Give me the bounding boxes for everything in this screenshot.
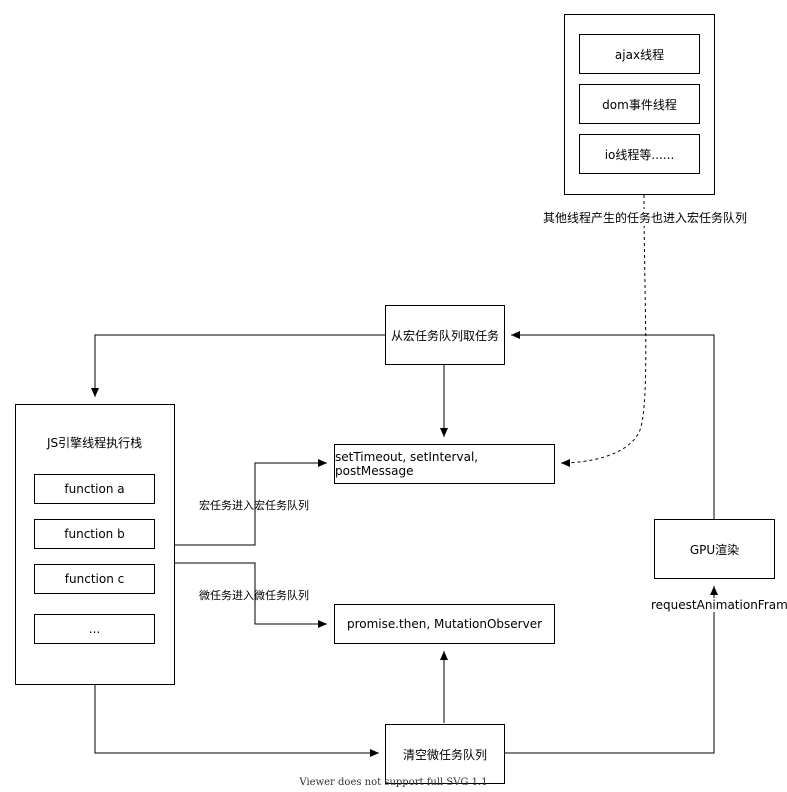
macro-task-queue: setTimeout, setInterval, postMessage <box>334 444 555 484</box>
gpu-render-label: GPU渲染 <box>689 542 740 557</box>
micro-task-queue: promise.then, MutationObserver <box>334 604 555 644</box>
stack-function-a-label: function a <box>64 482 125 496</box>
io-thread: io线程等...... <box>579 134 700 174</box>
stack-function-c: function c <box>34 564 155 594</box>
stack-function-a: function a <box>34 474 155 504</box>
stack-function-more-label: ... <box>88 622 101 636</box>
raf-label: requestAnimationFrame <box>651 598 787 612</box>
edge-stack-to-clear <box>94 685 379 757</box>
stack-function-more: ... <box>34 614 155 644</box>
stack-function-b: function b <box>34 519 155 549</box>
dom-event-thread: dom事件线程 <box>579 84 700 124</box>
edge-take-to-stack <box>91 334 385 397</box>
clear-micro-queue-node: 清空微任务队列 <box>385 724 505 784</box>
viewer-footer-note: Viewer does not support full SVG 1.1 <box>299 777 488 788</box>
stack-function-b-label: function b <box>64 527 125 541</box>
edge-gpu-to-take <box>511 331 715 519</box>
ajax-thread: ajax线程 <box>579 34 700 74</box>
macro-task-queue-label: setTimeout, setInterval, postMessage <box>335 450 479 478</box>
edge-threads-to-macro <box>560 194 647 467</box>
clear-micro-queue-label: 清空微任务队列 <box>402 747 487 762</box>
edge-stack-to-macro <box>175 459 327 546</box>
dom-event-thread-label: dom事件线程 <box>602 97 677 112</box>
io-thread-label: io线程等...... <box>604 147 675 162</box>
gpu-render-node: GPU渲染 <box>654 519 775 579</box>
ajax-thread-label: ajax线程 <box>614 47 665 62</box>
micro-task-queue-label: promise.then, MutationObserver <box>346 617 543 631</box>
edge-clear-to-gpu <box>504 586 718 754</box>
take-macro-task-label: 从宏任务队列取任务 <box>390 328 499 343</box>
take-macro-task-node: 从宏任务队列取任务 <box>385 305 505 365</box>
macro-enter-label: 宏任务进入宏任务队列 <box>199 499 309 512</box>
js-engine-stack-title: JS引擎线程执行栈 <box>47 436 143 450</box>
other-threads-caption: 其他线程产生的任务也进入宏任务队列 <box>543 209 748 226</box>
stack-function-c-label: function c <box>64 572 125 586</box>
edge-stack-to-micro <box>175 562 327 628</box>
micro-enter-label: 微任务进入微任务队列 <box>199 589 309 602</box>
